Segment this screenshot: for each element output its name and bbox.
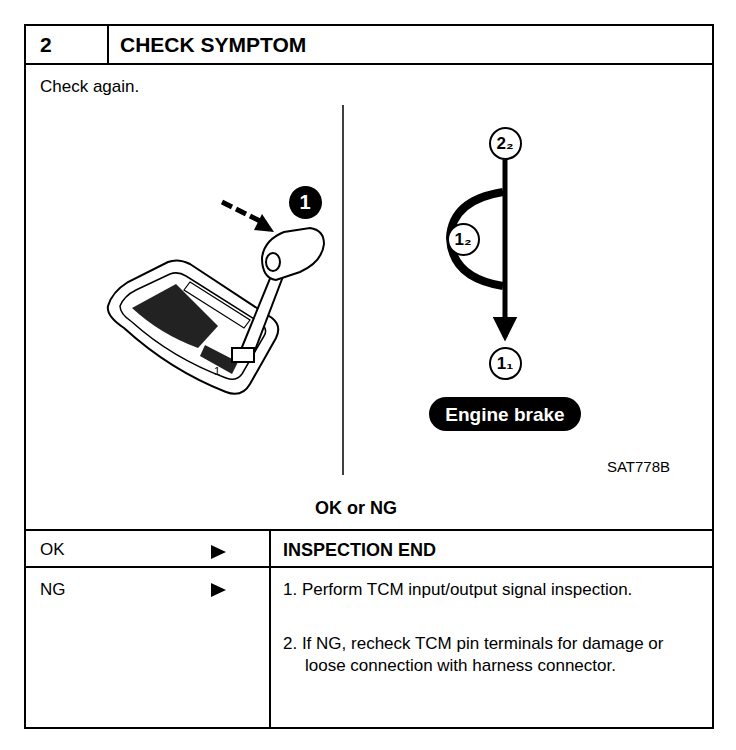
action-step: 2. If NG, recheck TCM pin terminals for …	[283, 633, 693, 677]
shift-knob	[262, 228, 324, 280]
result-ng: NG	[40, 579, 66, 601]
step-number: 2	[40, 31, 52, 58]
node-text: 2₂	[496, 135, 513, 152]
instruction-text: Check again.	[40, 76, 139, 98]
callout-number: 1	[289, 186, 322, 219]
outer-border	[25, 25, 713, 728]
shift-arrow	[503, 160, 508, 337]
lever-boot	[232, 348, 254, 362]
node-text: Engine brake	[445, 405, 564, 424]
shift-lever-illustration	[108, 202, 324, 394]
figure-code: SAT778B	[607, 457, 670, 477]
push-direction-dashes	[222, 202, 260, 221]
gear-position-circle: 1₁	[489, 347, 522, 380]
action-step: 1. Perform TCM input/output signal inspe…	[283, 579, 693, 601]
arrow-marker	[211, 545, 226, 559]
node-text: 1	[299, 192, 310, 212]
step-title: CHECK SYMPTOM	[120, 31, 306, 58]
column-divider	[269, 530, 271, 728]
header-divider	[107, 25, 109, 64]
node-text: 1₂	[454, 231, 471, 248]
row-rule	[25, 566, 713, 568]
action-text: INSPECTION END	[283, 539, 436, 562]
table-rule	[25, 529, 713, 531]
gear-position-circle: 2₂	[489, 127, 522, 160]
result-heading: OK or NG	[315, 497, 397, 520]
shift-gate-inner	[120, 273, 266, 379]
header-rule	[25, 63, 713, 65]
result-ok: OK	[40, 539, 65, 561]
knob-button	[266, 253, 280, 271]
table-grid	[25, 25, 713, 728]
gate-position-mark: 1	[214, 364, 220, 378]
arrow-marker	[211, 583, 226, 597]
node-text: 1₁	[497, 355, 514, 372]
illustration-divider	[342, 105, 344, 475]
engine-brake-badge: Engine brake	[429, 397, 581, 431]
push-direction-head	[254, 214, 274, 232]
gate-slot	[184, 282, 250, 328]
gear-position-circle: 1₂	[447, 223, 480, 256]
